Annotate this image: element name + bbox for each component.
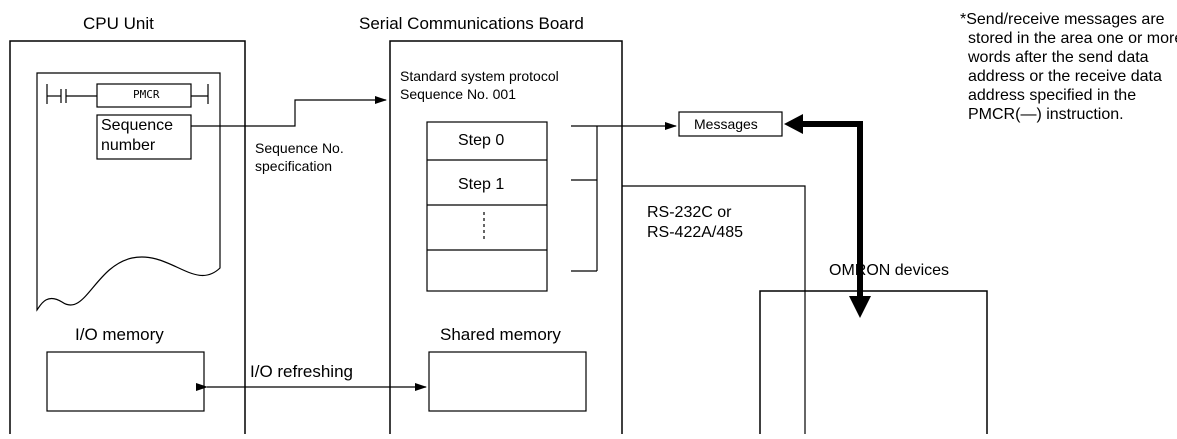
messages-label: Messages: [694, 116, 758, 132]
step-0-label: Step 0: [458, 132, 505, 149]
io-refreshing-label: I/O refreshing: [250, 362, 353, 381]
thick-link: [800, 121, 863, 300]
thick-arrow-down: [849, 296, 871, 318]
step-table: [426, 121, 548, 292]
note-line: words after the send data: [968, 49, 1149, 66]
shared-memory-label: Shared memory: [440, 325, 561, 344]
io-memory-box: [46, 351, 205, 412]
shared-memory-box: [428, 351, 587, 412]
sequence-number-arrow: [191, 96, 387, 127]
protocol-line2: Sequence No. 001: [400, 86, 516, 102]
storage-note: *Send/receive messages are stored in the…: [960, 10, 1177, 124]
note-line: *Send/receive messages are: [960, 11, 1165, 28]
sequence-spec-line2: specification: [255, 158, 333, 174]
omron-devices-box: [759, 290, 988, 434]
serial-board-outline: [389, 40, 623, 434]
note-line: address or the receive data: [968, 68, 1162, 85]
pmcr-label: PMCR: [133, 88, 160, 101]
protocol-line1: Standard system protocol: [400, 68, 559, 84]
rs-line2: RS-422A/485: [647, 224, 744, 241]
note-line: stored in the area one or more: [968, 30, 1177, 47]
ladder-program-sheet: [36, 72, 221, 312]
messages-box: [678, 111, 783, 137]
pmcr-instruction-box: [96, 83, 192, 108]
operand-line1: Sequence: [101, 117, 174, 134]
note-line: address specified in the: [968, 87, 1137, 104]
serial-board-title: Serial Communications Board: [359, 14, 584, 33]
operand-line2: number: [101, 137, 156, 154]
io-memory-label: I/O memory: [75, 325, 164, 344]
cpu-unit-outline: [9, 40, 246, 434]
step-1-label: Step 1: [458, 176, 505, 193]
pmcr-operand-box: [96, 114, 192, 160]
omron-devices-label: OMRON devices: [829, 262, 950, 279]
rs-line1: RS-232C or: [647, 204, 732, 221]
cpu-unit-title: CPU Unit: [83, 14, 154, 33]
thick-arrow-left: [784, 114, 803, 134]
rs-cable: [622, 185, 806, 434]
sequence-spec-line1: Sequence No.: [255, 140, 344, 156]
note-line: PMCR(—) instruction.: [968, 106, 1124, 123]
